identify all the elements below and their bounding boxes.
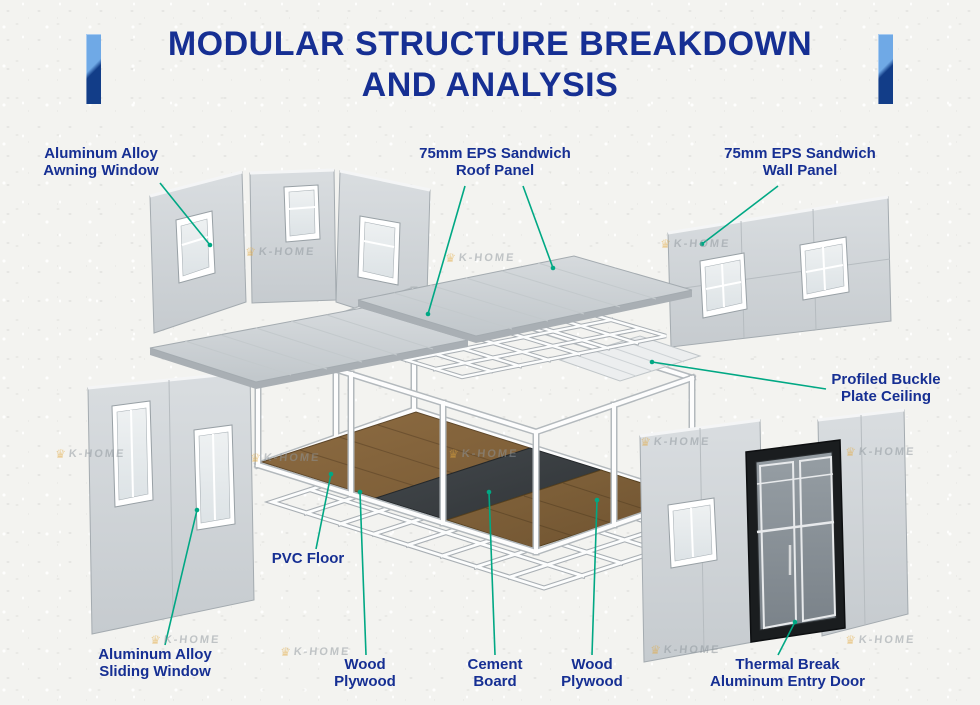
watermark-text: K-HOME	[663, 644, 722, 656]
floor-panels	[260, 411, 690, 549]
label-sliding-window: Aluminum Alloy Sliding Window	[98, 646, 212, 681]
label-entry-door: Thermal Break Aluminum Entry Door	[709, 656, 865, 691]
crown-icon: ♛	[844, 633, 857, 647]
brand-watermark: ♛K-HOME	[447, 447, 520, 461]
entry-door	[745, 439, 846, 643]
title-accent-bar-right	[878, 34, 893, 104]
brand-watermark: ♛K-HOME	[639, 435, 712, 449]
watermark-text: K-HOME	[461, 448, 520, 460]
label-ceiling: Profiled Buckle Plate Ceiling	[831, 371, 941, 406]
sliding-window-panel	[87, 370, 255, 635]
crown-icon: ♛	[244, 245, 257, 259]
watermark-text: K-HOME	[68, 448, 127, 460]
crown-icon: ♛	[279, 645, 292, 659]
watermark-text: K-HOME	[458, 252, 517, 264]
crown-icon: ♛	[444, 251, 457, 265]
brand-watermark: ♛K-HOME	[54, 447, 127, 461]
ceiling-panel	[558, 335, 702, 382]
watermark-text: K-HOME	[163, 634, 222, 646]
eps-wall-panel	[667, 195, 892, 348]
roof-purlin-grid	[379, 309, 667, 380]
leader-roof-panel-right	[522, 185, 554, 269]
door-glass-right	[798, 455, 837, 623]
label-wood-plywood-left: Wood Plywood	[334, 656, 396, 691]
watermark-text: K-HOME	[293, 646, 352, 658]
label-awning-window: Aluminum Alloy Awning Window	[43, 145, 159, 180]
page-title-line1: MODULAR STRUCTURE BREAKDOWN	[167, 25, 813, 63]
page-title-line2: AND ANALYSIS	[361, 65, 619, 104]
crown-icon: ♛	[639, 435, 652, 449]
crown-icon: ♛	[649, 643, 662, 657]
leader-cement-board	[488, 491, 496, 656]
brand-watermark: ♛K-HOME	[244, 245, 317, 259]
label-wood-plywood-right: Wood Plywood	[561, 656, 623, 691]
watermark-text: K-HOME	[673, 238, 732, 250]
leader-wall-panel	[701, 185, 779, 245]
crown-icon: ♛	[659, 237, 672, 251]
watermark-text: K-HOME	[858, 446, 917, 458]
label-roof-panel: 75mm EPS Sandwich Roof Panel	[419, 145, 571, 180]
crown-icon: ♛	[54, 447, 67, 461]
roof-panel-top	[357, 255, 693, 343]
watermark-text: K-HOME	[858, 634, 917, 646]
leader-sliding-window	[164, 509, 198, 646]
watermark-text: K-HOME	[263, 452, 322, 464]
awning-window-panel-group	[149, 168, 431, 334]
label-pvc-floor: PVC Floor	[271, 550, 345, 567]
brand-watermark: ♛K-HOME	[844, 445, 917, 459]
crown-icon: ♛	[844, 445, 857, 459]
brand-watermark: ♛K-HOME	[149, 633, 222, 647]
leader-entry-door	[777, 621, 796, 656]
leader-roof-panel-left	[427, 185, 466, 315]
brand-watermark: ♛K-HOME	[659, 237, 732, 251]
leader-wood-plywood-left	[359, 491, 367, 656]
crown-icon: ♛	[249, 451, 262, 465]
title-accent-bar-left	[86, 34, 101, 104]
leader-awning-window	[159, 182, 211, 246]
crown-icon: ♛	[149, 633, 162, 647]
page-title: MODULAR STRUCTURE BREAKDOWN AND ANALYSIS	[0, 24, 980, 106]
label-cement-board: Cement Board	[467, 656, 523, 691]
brand-watermark: ♛K-HOME	[279, 645, 352, 659]
leader-lines	[159, 182, 827, 656]
watermark-text: K-HOME	[258, 246, 317, 258]
leader-pvc-floor	[315, 473, 332, 550]
label-wall-panel: 75mm EPS Sandwich Wall Panel	[724, 145, 876, 180]
crown-icon: ♛	[447, 447, 460, 461]
leader-ceiling	[651, 361, 827, 390]
brand-watermark: ♛K-HOME	[844, 633, 917, 647]
brand-watermark: ♛K-HOME	[444, 251, 517, 265]
brand-watermark: ♛K-HOME	[249, 451, 322, 465]
watermark-text: K-HOME	[653, 436, 712, 448]
brand-watermark: ♛K-HOME	[649, 643, 722, 657]
leader-wood-plywood-right	[591, 499, 598, 656]
